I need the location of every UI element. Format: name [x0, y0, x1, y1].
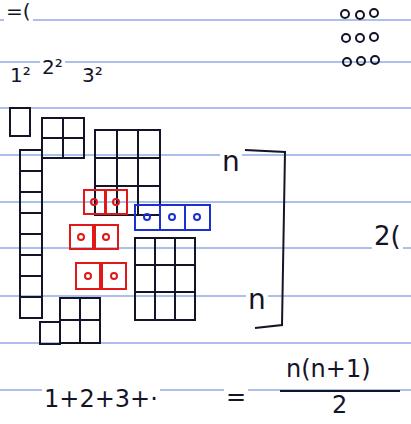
handwritten-label: n — [246, 284, 268, 316]
dot-triangle — [341, 9, 379, 66]
blue-row — [135, 205, 210, 230]
handwritten-label: 3² — [80, 64, 105, 87]
handwritten-label: 1² — [8, 64, 33, 87]
ruled-lines — [0, 20, 411, 390]
bracket — [245, 150, 285, 328]
square-grids — [10, 108, 195, 344]
handwritten-label: n(n+1) — [284, 356, 373, 384]
handwritten-label: =( — [4, 0, 33, 23]
handwritten-label: 2 — [330, 392, 349, 420]
handwritten-label: 1+2+3+· — [42, 386, 160, 414]
handwritten-label: 2( — [372, 222, 403, 252]
handwritten-label: = — [224, 384, 248, 412]
red-staircase — [70, 190, 127, 289]
handwritten-label: n — [220, 146, 242, 178]
handwritten-label: 2² — [40, 56, 65, 79]
